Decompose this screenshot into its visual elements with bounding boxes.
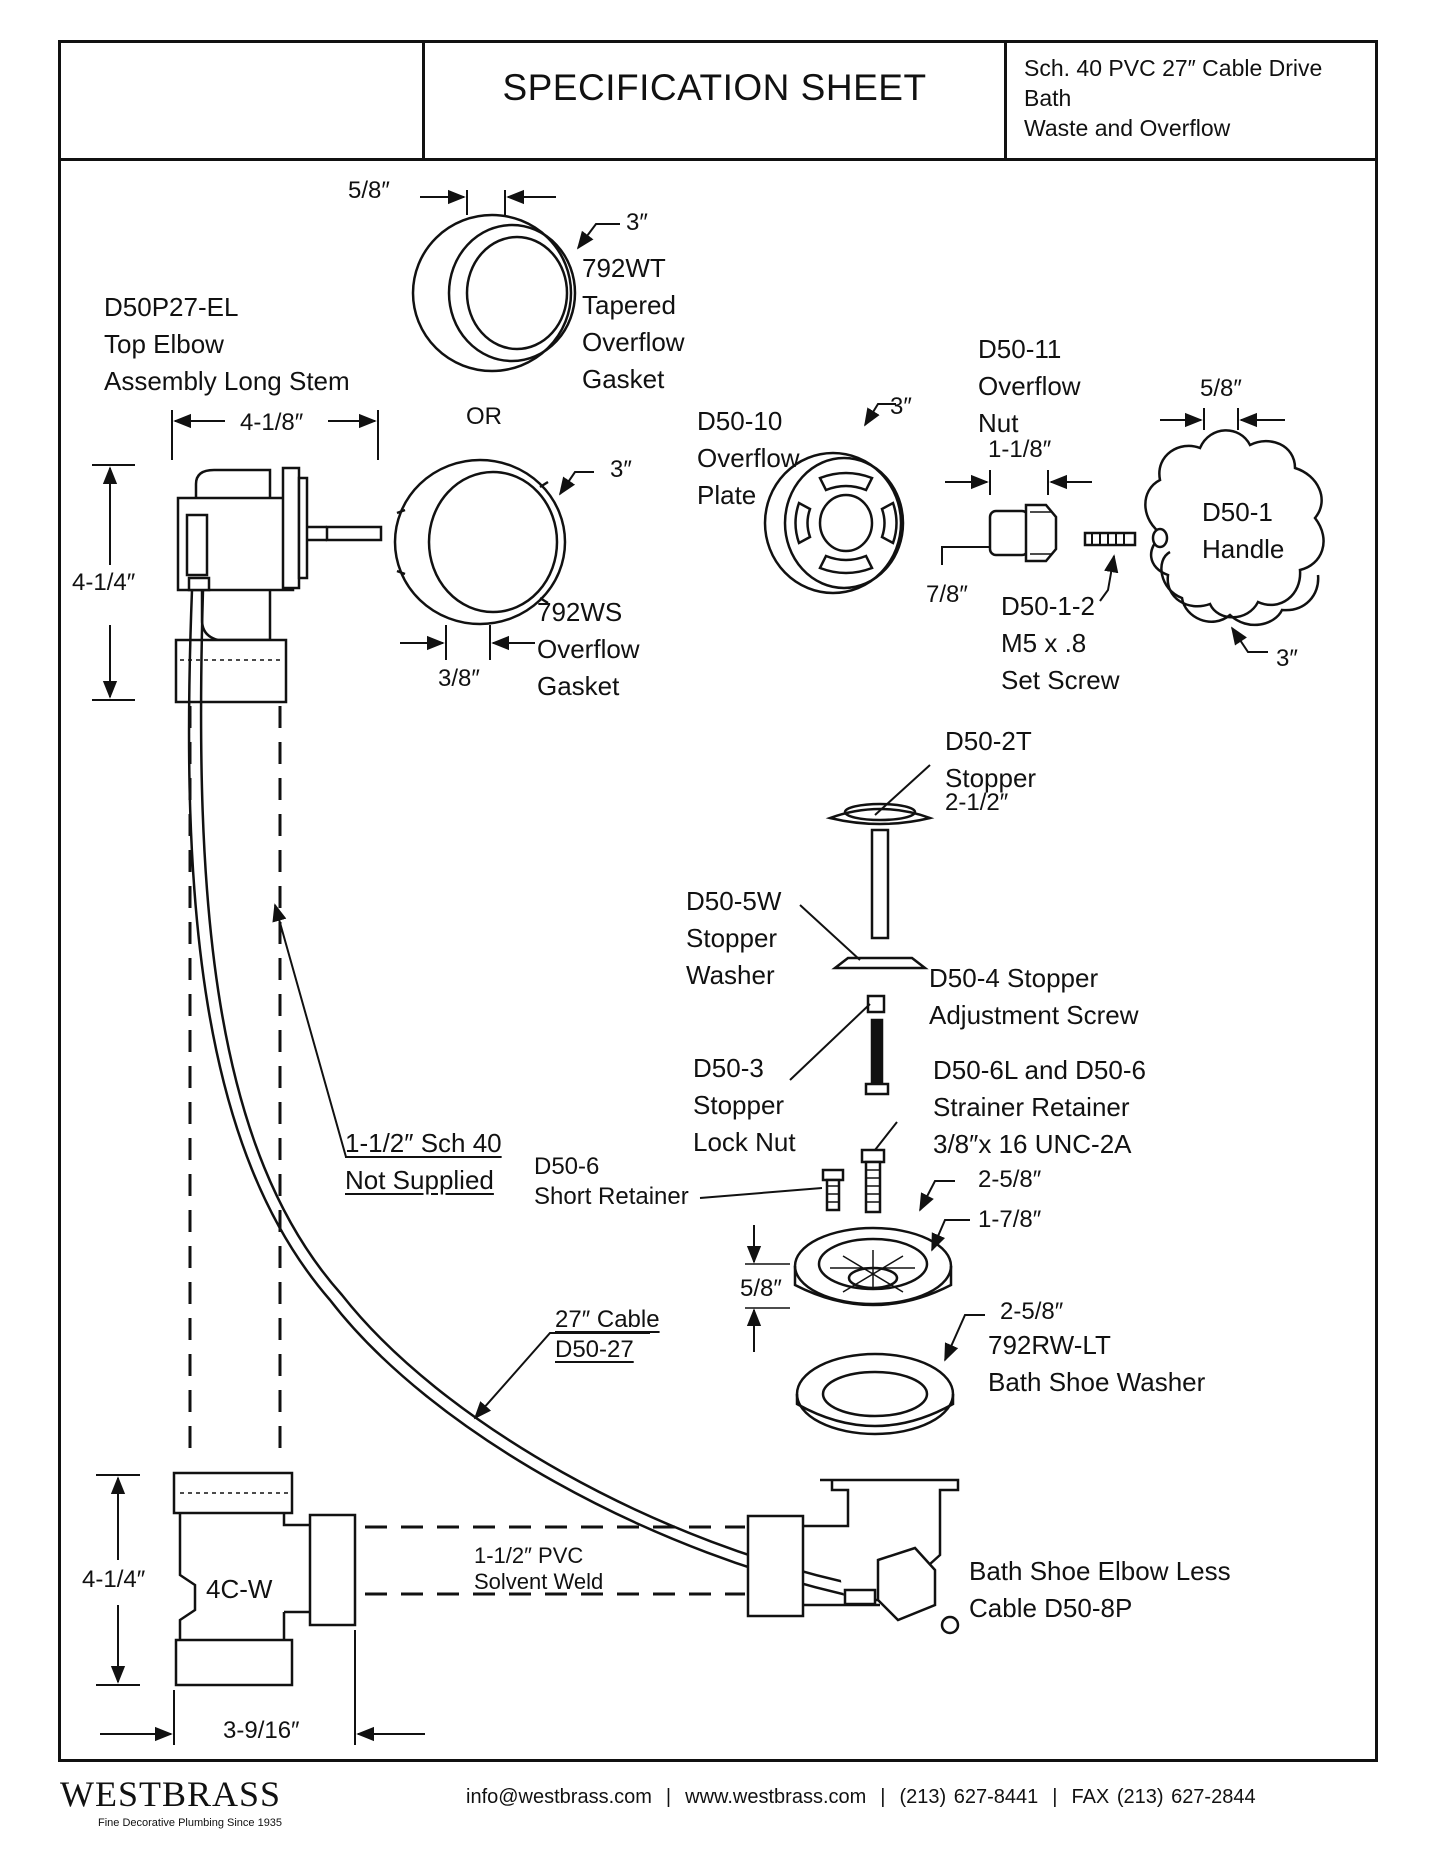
strainer-drawing: [793, 1226, 953, 1307]
strainer-height-dim: 5/8″: [740, 1275, 782, 1302]
tee-width-dim: 3-9/16″: [223, 1717, 300, 1744]
set-screw-drawing: [1083, 531, 1137, 547]
tapered-gasket-label: 792WT Tapered Overflow Gasket: [582, 253, 685, 394]
overflow-nut-width-dim: 1-1/8″: [988, 436, 1052, 463]
header: SPECIFICATION SHEET Sch. 40 PVC 27″ Cabl…: [61, 43, 1375, 161]
tapered-gasket-width-dim: 5/8″: [348, 177, 390, 204]
phone-number: (213) 627-8441: [899, 1786, 1039, 1808]
brand-tagline: Fine Decorative Plumbing Since 1935: [98, 1817, 283, 1829]
set-screw-label: D50-1-2 M5 x .8 Set Screw: [1001, 591, 1120, 695]
email-link[interactable]: info@westbrass.com: [466, 1786, 652, 1808]
separator: |: [880, 1786, 886, 1808]
overflow-gasket-label: 792WS Overflow Gasket: [537, 597, 640, 701]
handle-width-dim: 5/8″: [1200, 375, 1242, 402]
adjustment-screw-label: D50-4 Stopper Adjustment Screw: [929, 963, 1139, 1030]
stopper-washer-label: D50-5W Stopper Washer: [686, 886, 782, 990]
short-retainer-label: D50-6 Short Retainer: [534, 1153, 689, 1210]
tee-fitting-drawing: [172, 1471, 357, 1687]
stopper-drawing: [825, 802, 935, 940]
lock-nut-drawing: [866, 994, 886, 1014]
tee-label: 4C-W: [206, 1574, 273, 1604]
product-subtitle: Sch. 40 PVC 27″ Cable Drive Bath Waste a…: [1024, 55, 1323, 141]
page-title: SPECIFICATION SHEET: [502, 67, 927, 108]
overflow-gasket-width-dim: 3/8″: [438, 665, 480, 692]
shoe-washer-drawing: [795, 1352, 955, 1436]
separator: |: [1052, 1786, 1058, 1808]
handle-label: D50-1 Handle: [1202, 497, 1285, 564]
top-elbow-assembly: [174, 466, 383, 704]
handle-dia-dim: 3″: [1276, 645, 1298, 672]
retainer-screws-drawing: [821, 1148, 886, 1214]
pipe-note-label: 1-1/2″ Sch 40 Not Supplied: [345, 1128, 502, 1195]
header-subtitle-cell: Sch. 40 PVC 27″ Cable Drive Bath Waste a…: [1007, 43, 1375, 158]
shoe-washer-dim: 2-5/8″: [1000, 1298, 1064, 1325]
tee-height-dim: 4-1/4″: [82, 1566, 146, 1593]
adjustment-screw-drawing: [864, 1018, 890, 1096]
top-elbow-height-dim: 4-1/4″: [72, 569, 136, 596]
strainer-retainer-label: D50-6L and D50-6 Strainer Retainer 3/8″x…: [933, 1055, 1146, 1159]
strainer-outer-dim: 2-5/8″: [978, 1166, 1042, 1193]
separator: |: [665, 1786, 672, 1808]
stopper-label: D50-2T Stopper: [945, 726, 1037, 793]
shoe-elbow-drawing: [746, 1478, 960, 1635]
header-title-cell: SPECIFICATION SHEET: [425, 43, 1007, 158]
cable-label: 27″ Cable D50-27: [555, 1306, 660, 1363]
overflow-plate-dia-dim: 3″: [890, 393, 912, 420]
strainer-inner-dim: 1-7/8″: [978, 1206, 1042, 1233]
handle-drawing: [1144, 429, 1325, 627]
cable-line: [187, 589, 873, 1602]
header-blank-cell: [61, 43, 425, 158]
overflow-nut-height-dim: 7/8″: [926, 581, 968, 608]
pvc-note-label: 1-1/2″ PVC Solvent Weld: [474, 1543, 604, 1594]
overflow-gasket-drawing: [393, 458, 567, 626]
overflow-gasket-dia-dim: 3″: [610, 456, 632, 483]
lock-nut-label: D50-3 Stopper Lock Nut: [693, 1053, 796, 1157]
overflow-plate-label: D50-10 Overflow Plate: [697, 406, 800, 510]
or-label: OR: [466, 403, 502, 430]
shoe-washer-label: 792RW-LT Bath Shoe Washer: [988, 1330, 1206, 1397]
tapered-gasket-dia-dim: 3″: [626, 209, 648, 236]
website-link[interactable]: www.westbrass.com: [685, 1786, 867, 1808]
spec-sheet-frame: SPECIFICATION SHEET Sch. 40 PVC 27″ Cabl…: [58, 40, 1378, 1762]
shoe-elbow-label: Bath Shoe Elbow Less Cable D50-8P: [969, 1556, 1231, 1623]
tapered-gasket-drawing: [411, 213, 577, 373]
brand-logo: WESTBRASS: [60, 1774, 282, 1814]
overflow-plate-drawing: [763, 451, 905, 595]
contact-bar: info@westbrass.com | www.westbrass.com | (21…: [466, 1786, 1256, 1809]
top-elbow-label: D50P27-EL Top Elbow Assembly Long Stem: [104, 292, 350, 396]
stopper-dia-dim: 2-1/2″: [945, 789, 1009, 816]
stopper-washer-drawing: [831, 956, 929, 970]
overflow-nut-drawing: [988, 503, 1058, 563]
top-elbow-width-dim: 4-1/8″: [240, 409, 304, 436]
overflow-nut-label: D50-11 Overflow Nut: [978, 334, 1081, 438]
fax-number: FAX (213) 627-2844: [1071, 1786, 1256, 1808]
